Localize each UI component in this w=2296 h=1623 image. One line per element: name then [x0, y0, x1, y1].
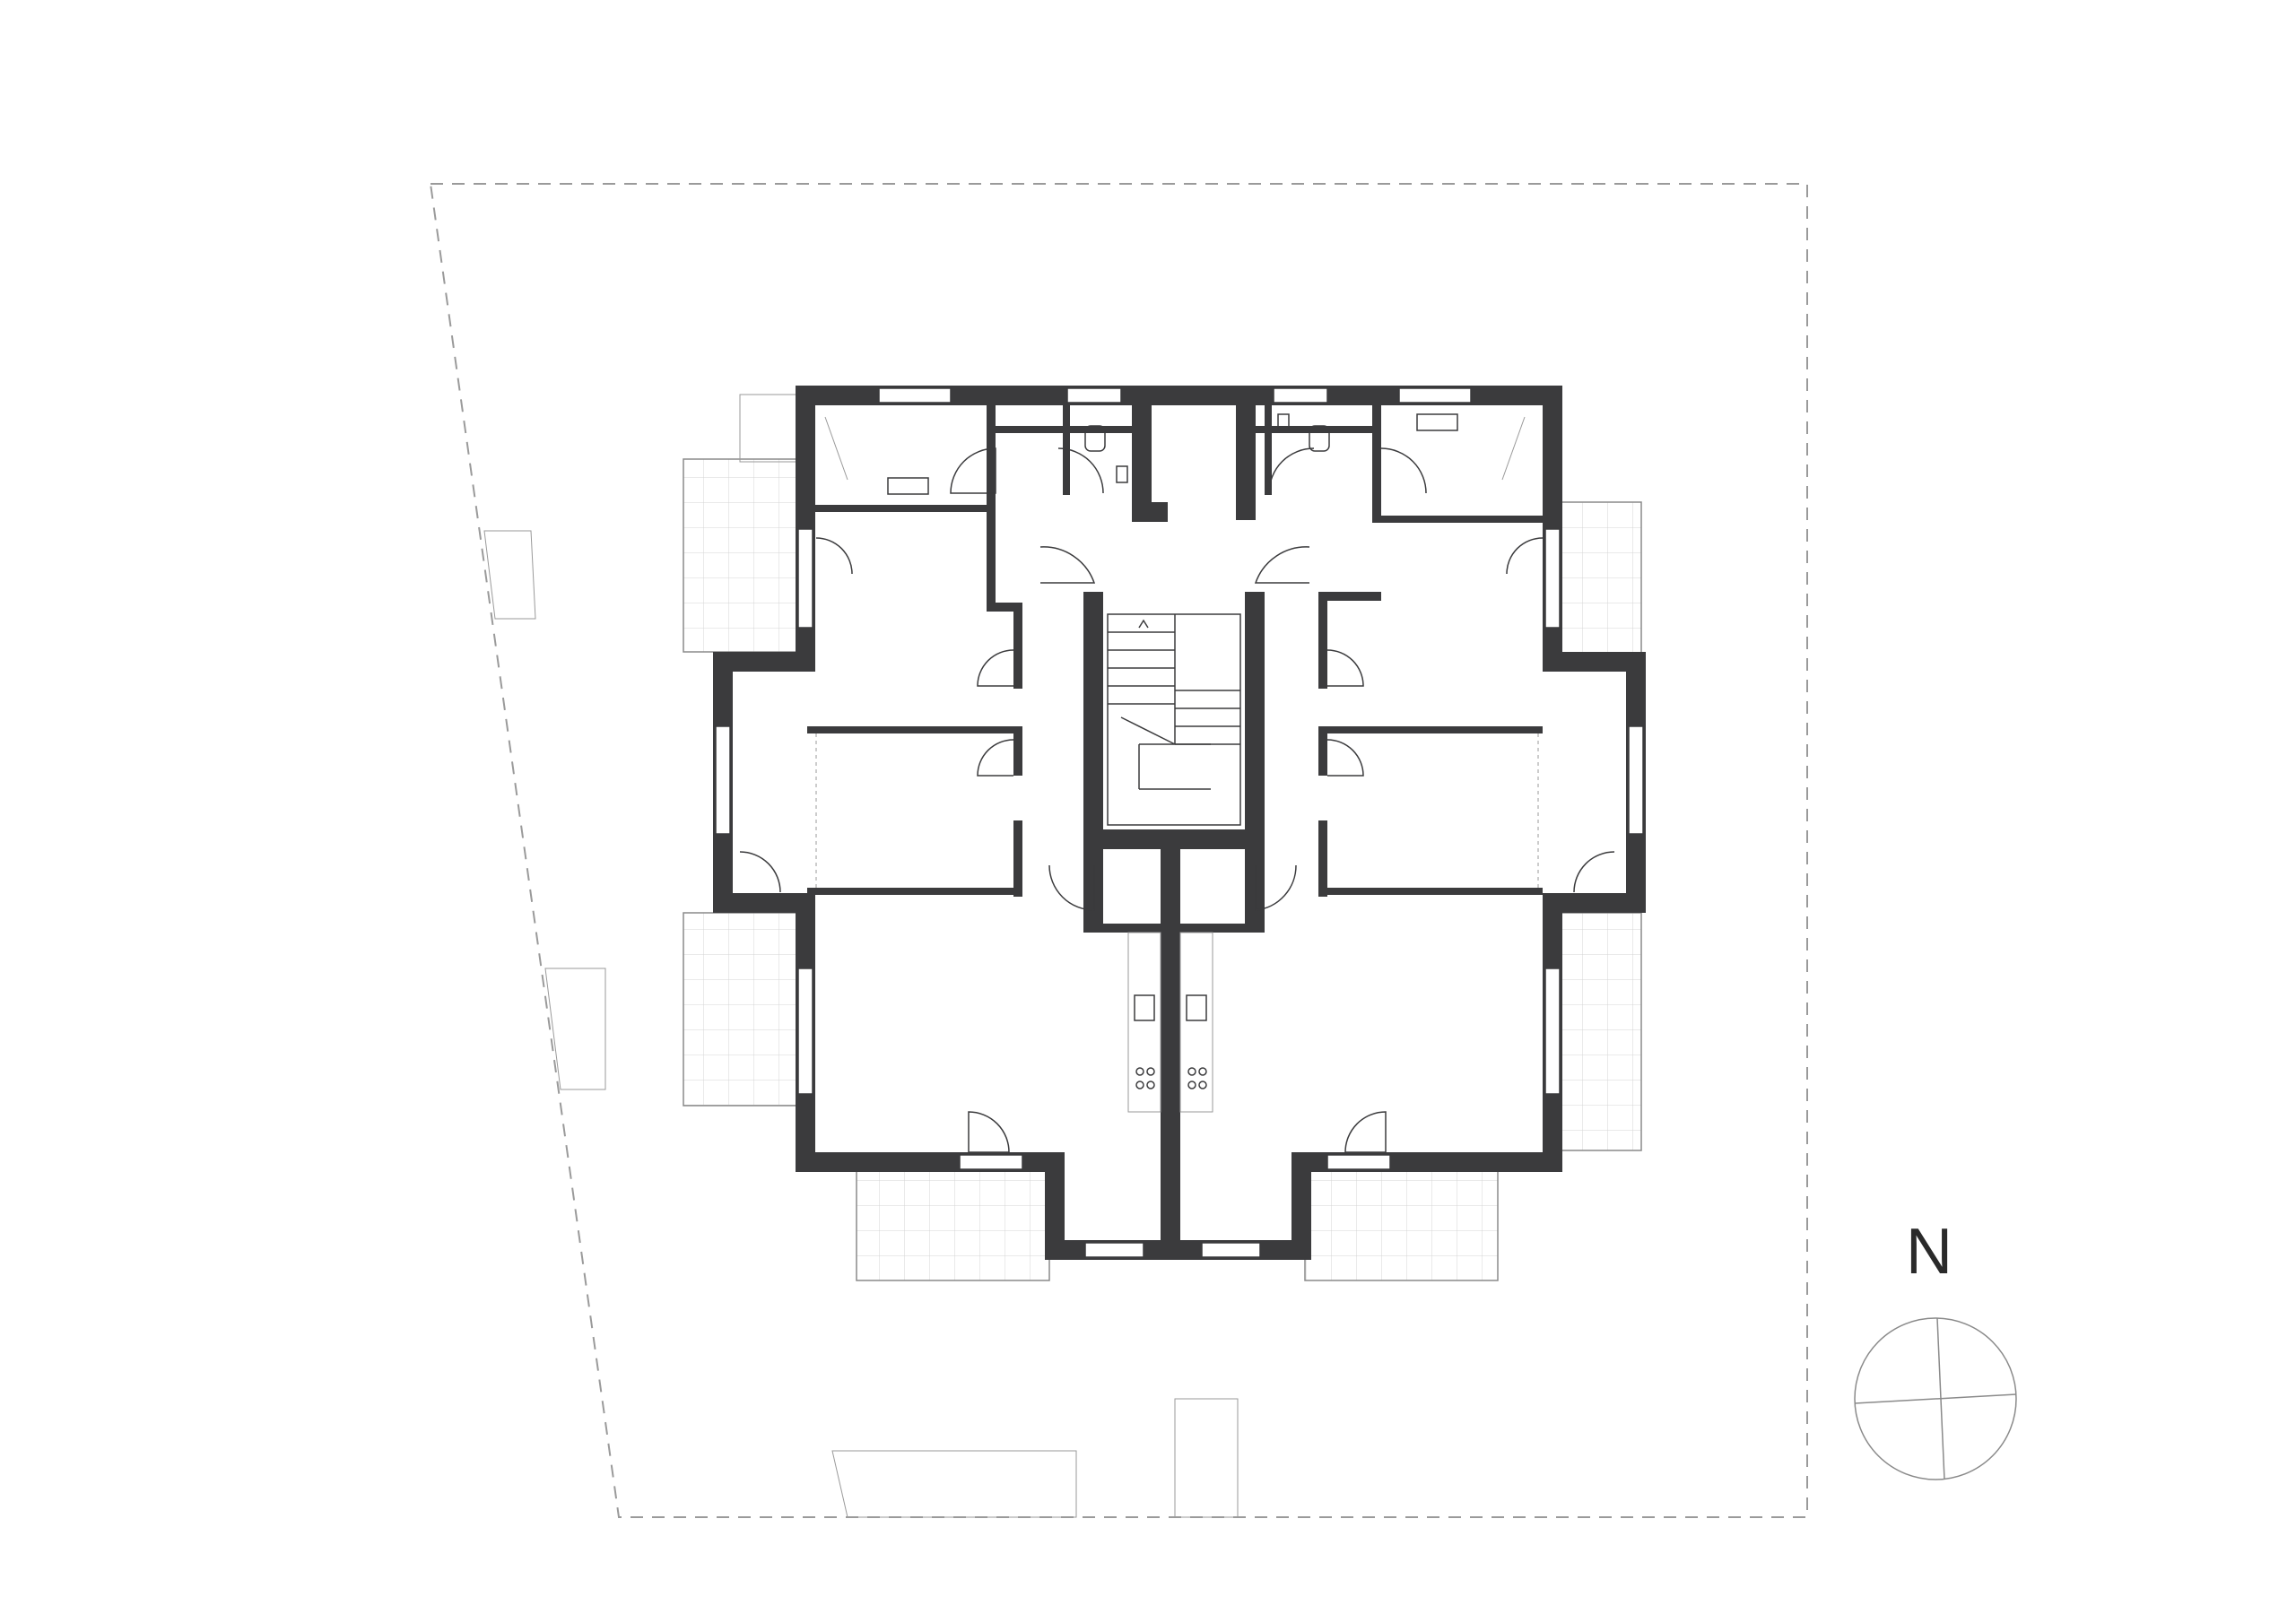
site-objects: [483, 530, 1239, 1518]
windows: [715, 387, 1644, 1258]
site-boundary: [430, 183, 1808, 1518]
fixtures: [815, 413, 1539, 1113]
exterior-walls: [713, 386, 1646, 1260]
site-carport: [831, 1450, 1077, 1518]
balcony-west-lower: [683, 912, 801, 1107]
site-shed-west: [544, 968, 606, 1090]
staircase: [1107, 613, 1241, 826]
site-bin-shelter: [1174, 1398, 1239, 1518]
balcony-south-west: [856, 1167, 1050, 1281]
north-label: N: [1906, 1216, 1952, 1288]
balcony-east-upper: [1551, 501, 1642, 655]
interior-walls: [807, 386, 1543, 1251]
balcony-west-upper: [683, 458, 801, 653]
east-compass-axis: [1854, 1393, 2017, 1404]
site-shed-north: [483, 530, 536, 620]
balcony-south-east: [1304, 1167, 1499, 1281]
balcony-rail-nw: [739, 394, 804, 463]
north-compass-circle: [1854, 1317, 2017, 1480]
balcony-east-lower: [1551, 912, 1642, 1151]
doors: [739, 447, 1615, 1153]
balconies: [683, 394, 1642, 1281]
north-arrow: N: [1854, 1216, 2017, 1480]
